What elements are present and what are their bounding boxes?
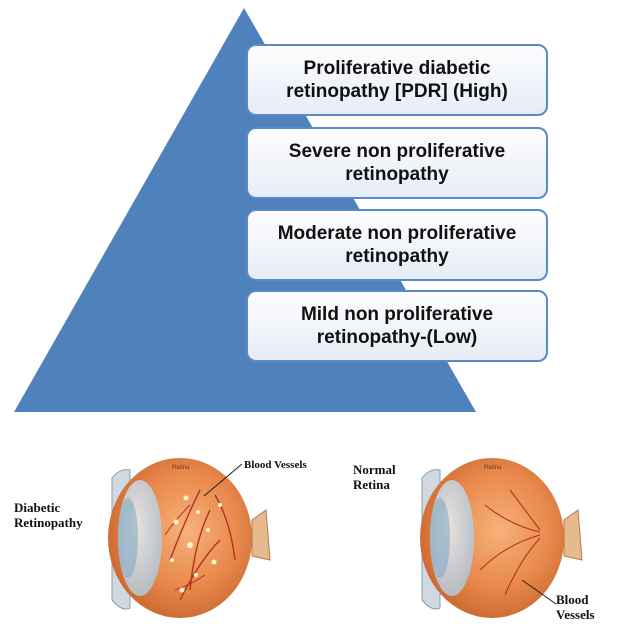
pyramid-level-mild-npdr: Mild non proliferative retinopathy-(Low) (246, 290, 548, 362)
pyramid-level-moderate-npdr: Moderate non proliferative retinopathy (246, 209, 548, 281)
diabetic-eye-illustration (108, 458, 270, 618)
normal-retina-label: Normal Retina (353, 462, 433, 492)
diabetic-blood-vessels-label: Blood Vessels (244, 458, 307, 473)
pyramid-level-pdr: Proliferative diabetic retinopathy [PDR]… (246, 44, 548, 116)
pyramid-level-severe-npdr: Severe non proliferative retinopathy (246, 127, 548, 199)
diabetic-retina-tag: Retina (172, 465, 189, 471)
normal-retina-tag: Retina (484, 465, 501, 471)
normal-blood-vessels-label: Blood Vessels (556, 592, 616, 622)
diabetic-retinopathy-label: Diabetic Retinopathy (14, 500, 114, 530)
